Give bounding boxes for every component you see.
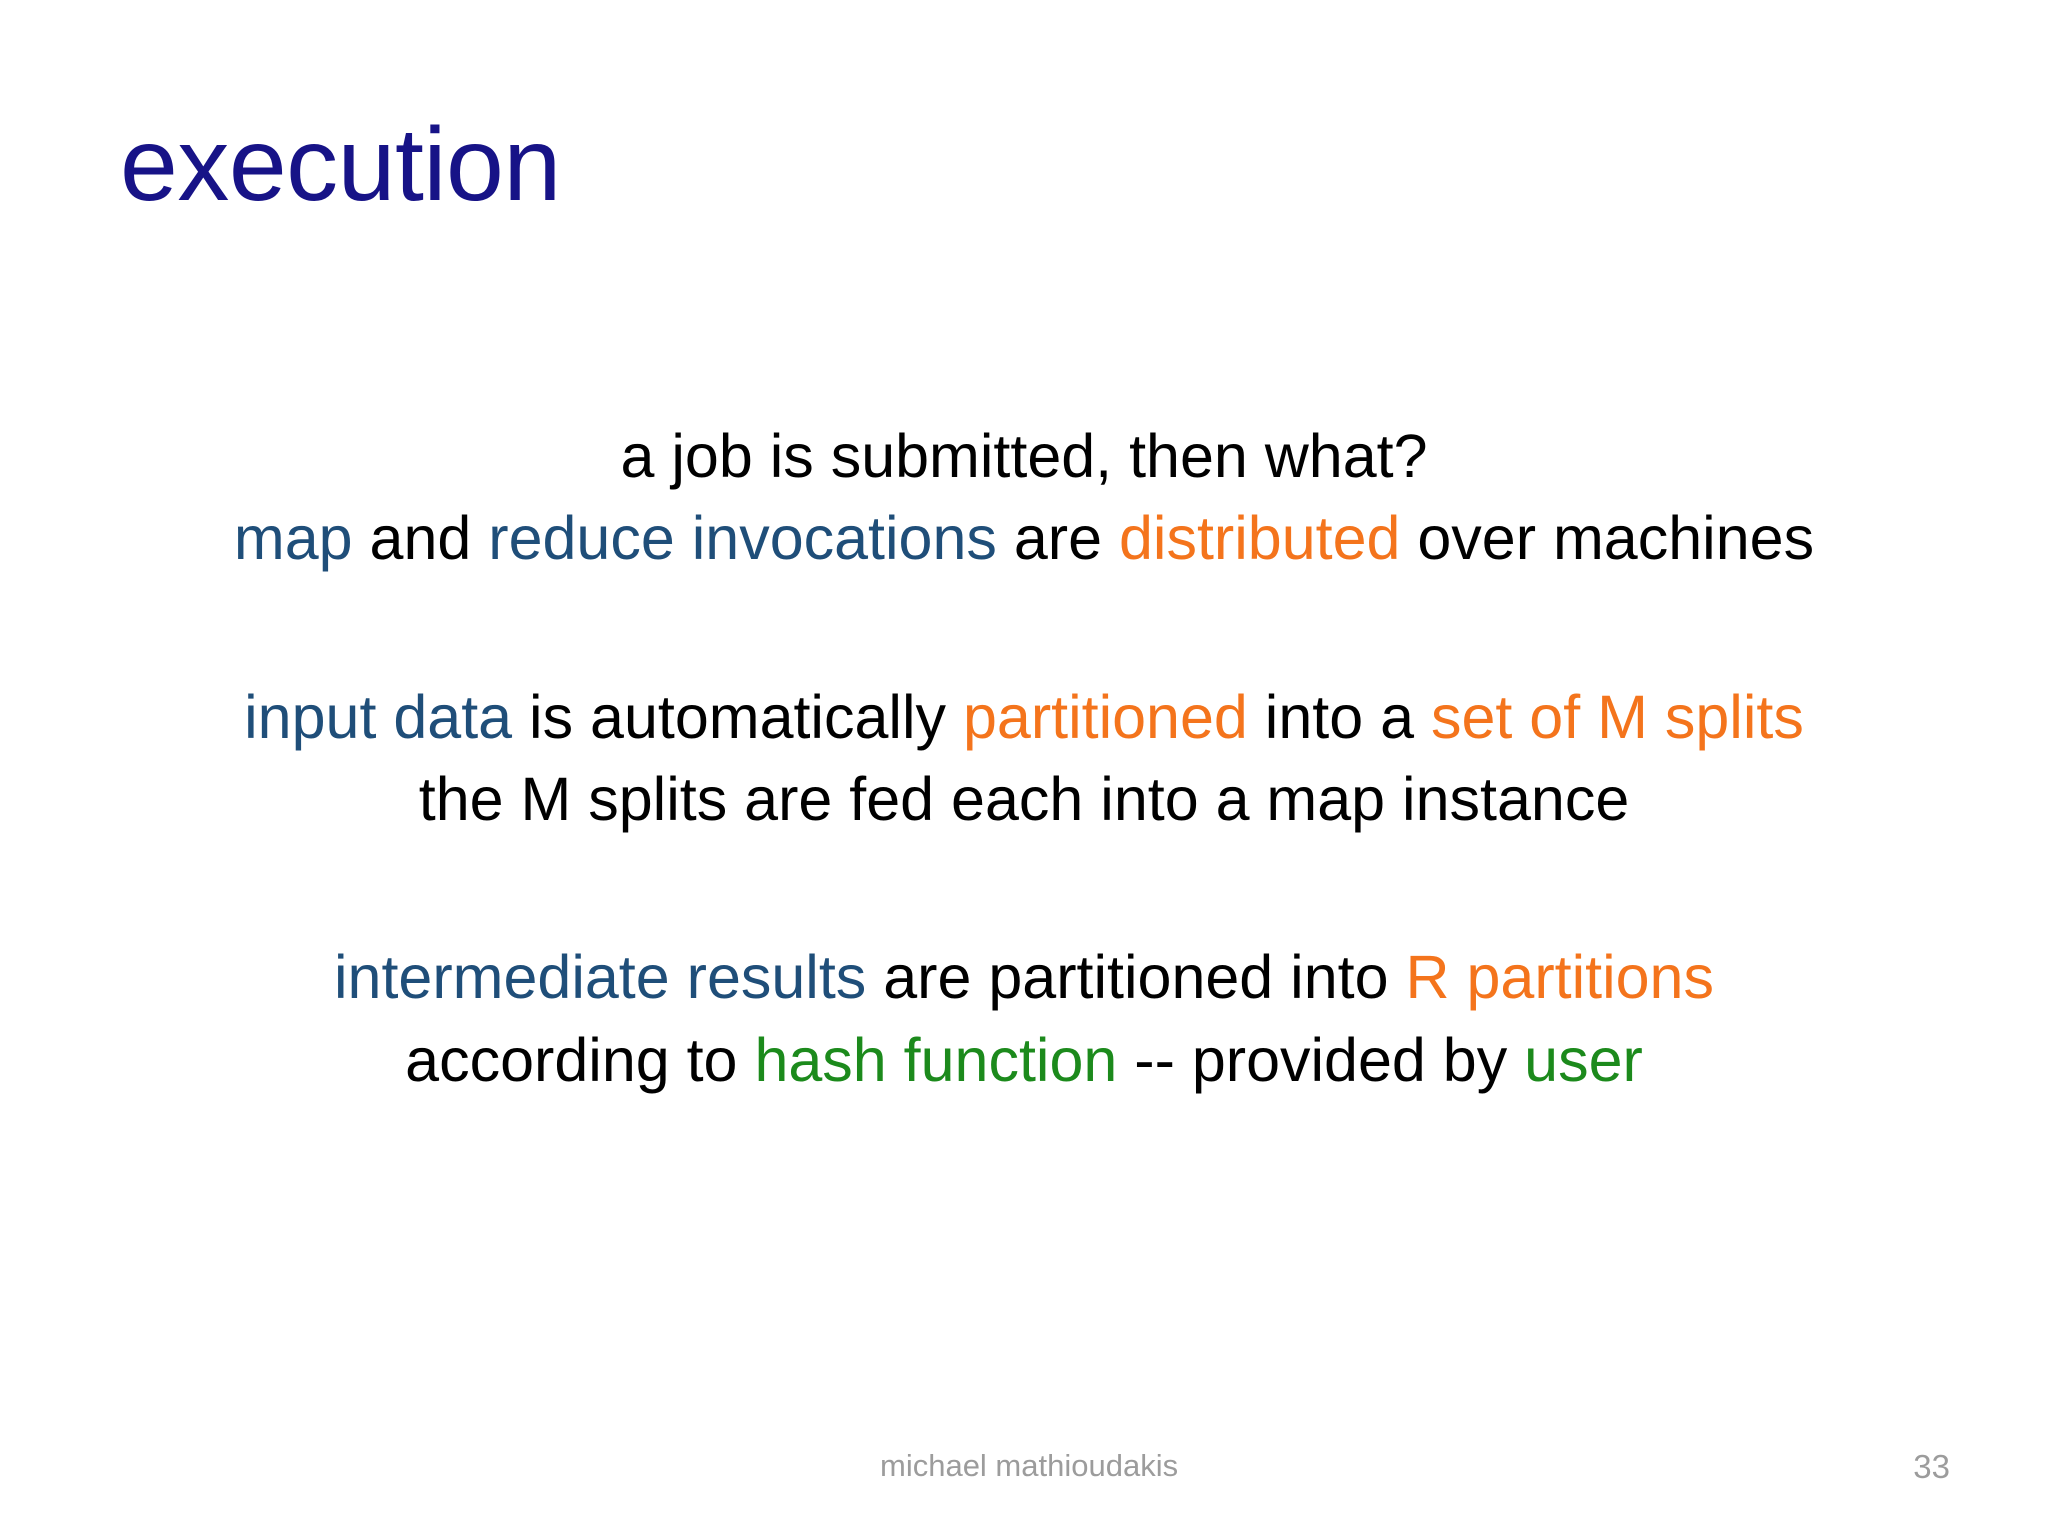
text-fragment: intermediate results bbox=[334, 943, 867, 1012]
text-fragment: are partitioned into bbox=[866, 943, 1406, 1012]
text-fragment: partitioned bbox=[962, 682, 1248, 751]
body-line-1: a job is submitted, then what? bbox=[0, 415, 2048, 497]
text-fragment: and bbox=[352, 504, 489, 573]
text-fragment: reduce invocations bbox=[488, 504, 997, 573]
text-fragment: into a bbox=[1247, 682, 1431, 751]
text-fragment: input data bbox=[244, 682, 513, 751]
text-fragment: according to bbox=[405, 1025, 755, 1094]
body-line-6: according to hash function -- provided b… bbox=[0, 1019, 2048, 1101]
body-spacer-2 bbox=[0, 840, 2048, 936]
text-fragment: R partitions bbox=[1405, 943, 1714, 1012]
text-fragment: map bbox=[233, 504, 353, 573]
body-line-5: intermediate results are partitioned int… bbox=[0, 936, 2048, 1018]
body-line-2: map and reduce invocations are distribut… bbox=[0, 497, 2048, 579]
footer-author: michael mathioudakis bbox=[880, 1448, 1179, 1483]
text-fragment: distributed bbox=[1118, 504, 1401, 573]
text-fragment: is automatically bbox=[512, 682, 963, 751]
text-fragment: are bbox=[996, 504, 1119, 573]
text-fragment: -- provided by bbox=[1117, 1025, 1525, 1094]
body-spacer-1 bbox=[0, 580, 2048, 676]
text-fragment: a job is submitted, then what? bbox=[620, 422, 1428, 490]
slide-footer: michael mathioudakis 33 bbox=[0, 1440, 2048, 1500]
slide-body: a job is submitted, then what? map and r… bbox=[0, 415, 2048, 1101]
footer-page-number: 33 bbox=[1913, 1448, 1950, 1485]
body-line-3: input data is automatically partitioned … bbox=[0, 676, 2048, 758]
text-fragment: over machines bbox=[1400, 504, 1815, 573]
text-fragment: the M splits are fed each into a map ins… bbox=[418, 765, 1630, 834]
body-line-4: the M splits are fed each into a map ins… bbox=[0, 758, 2048, 840]
page-title: execution bbox=[120, 106, 561, 223]
text-fragment: hash function bbox=[754, 1025, 1118, 1094]
text-fragment: user bbox=[1524, 1025, 1643, 1094]
text-fragment: set of M splits bbox=[1430, 682, 1804, 751]
